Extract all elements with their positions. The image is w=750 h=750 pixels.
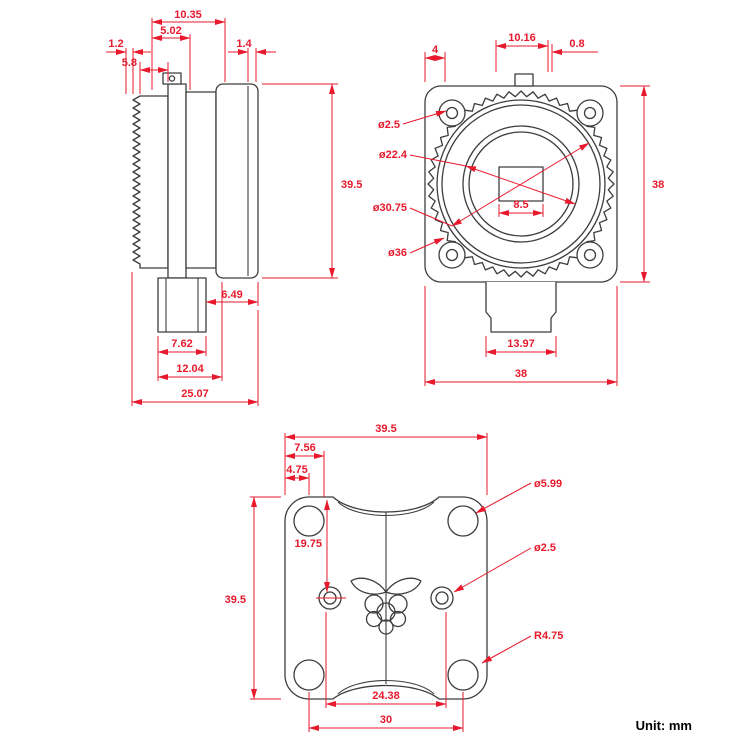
dim-side-1-2: 1.2 [106,38,151,94]
dim-front-dia-2-5: ø2.5 [378,110,447,131]
dim-front-dia-30-75: ø30.75 [373,142,590,227]
dim-front-dia-36: ø36 [388,237,445,259]
corner-boss-tl [438,99,466,127]
dim-back-dia-2-5: ø2.5 [453,542,556,593]
dim-label-12-04: 12.04 [176,363,204,375]
circle-30-75 [441,104,601,264]
dim-label-39-5-top: 39.5 [375,423,396,435]
dim-label-7-62: 7.62 [171,338,192,350]
back-view: 39.5 7.56 4.75 19.75 [225,423,563,732]
top-screw-hole [168,75,176,82]
top-tab [514,73,534,87]
dim-label-4-75: 4.75 [286,464,307,476]
dim-label-10-16: 10.16 [508,32,536,44]
corner-hole-br [447,659,479,691]
dim-label-38-bottom: 38 [515,368,527,380]
dim-back-dia-5-99: ø5.99 [475,478,562,514]
dim-front-13-97: 13.97 [485,336,557,357]
dim-side-1-4: 1.4 [228,38,276,82]
dim-back-24-38: 24.38 [325,612,447,708]
dim-front-10-16: 10.16 [495,32,549,72]
dim-side-5-8: 5.8 [122,57,169,94]
dim-side-12-04: 12.04 [157,282,223,381]
dim-label-13-97: 13.97 [507,338,535,350]
dim-side-25-07: 25.07 [131,272,259,406]
dim-label-dia-22-4: ø22.4 [379,149,408,161]
dim-back-4-75: 4.75 [284,464,310,495]
corner-boss-tr [576,99,604,127]
side-view-geometry [132,72,259,333]
ring-inner-edge [436,99,606,269]
dim-label-dia-2-5: ø2.5 [378,119,400,131]
dim-label-19-75: 19.75 [294,538,322,550]
side-view-dimensions: 10.35 5.02 1.2 5.8 [106,9,362,406]
dim-front-38-bottom: 38 [424,286,618,386]
dim-label-24-38: 24.38 [372,690,400,702]
dim-side-6-49: 6.49 [205,282,259,306]
dim-label-8-5: 8.5 [513,199,528,211]
logo-left-leaf [350,577,387,595]
dim-side-5-02: 5.02 [151,25,191,90]
dim-label-r-4-75: R4.75 [534,630,563,642]
dim-label-10-35: 10.35 [174,9,202,21]
mid-hole-right [430,586,454,610]
dim-label-dia-2-5-back: ø2.5 [534,542,556,554]
dim-label-dia-5-99: ø5.99 [534,478,562,490]
side-view: 10.35 5.02 1.2 5.8 [106,9,362,406]
dim-side-10-35: 10.35 [151,9,226,90]
dim-label-1-4: 1.4 [236,38,252,50]
dim-front-38-right: 38 [620,85,664,283]
unit-label: Unit: mm [636,718,692,733]
front-view-dimensions: 4 10.16 0.8 ø2.5 ø22. [373,32,664,386]
bottom-tab [485,282,557,333]
tripod-block-side [157,277,207,333]
dim-back-7-56: 7.56 [284,442,325,497]
dim-back-39-5-left: 39.5 [225,496,281,700]
dim-label-38-right: 38 [652,179,664,191]
dim-label-39-5-side: 39.5 [341,179,362,191]
dim-label-0-8: 0.8 [569,38,584,50]
logo-right-leaf [385,577,422,595]
dim-front-0-8: 0.8 [551,38,598,72]
dim-side-39-5: 39.5 [262,83,362,279]
dim-back-19-75: 19.75 [294,499,346,599]
corner-hole-bl [293,659,325,691]
mount-ring-side [185,91,217,269]
dim-front-8-5: 8.5 [498,199,544,217]
back-view-geometry [284,496,488,700]
corner-hole-tr [447,505,479,537]
lens-fins [132,95,169,269]
dim-label-39-5-left: 39.5 [225,594,246,606]
camera-body-side [215,83,259,279]
front-view: 4 10.16 0.8 ø2.5 ø22. [373,32,664,386]
dim-label-5-8: 5.8 [122,57,137,69]
dim-label-30: 30 [380,714,392,726]
lens-flange [167,83,187,279]
raspberry-pi-logo [350,577,422,635]
back-view-dimensions: 39.5 7.56 4.75 19.75 [225,423,563,732]
dim-side-7-62: 7.62 [157,336,207,381]
corner-boss-br [576,241,604,269]
dim-label-6-49: 6.49 [221,289,242,301]
dim-label-4: 4 [432,44,439,56]
dim-label-1-2: 1.2 [108,38,123,50]
top-screw-boss [162,72,182,85]
dim-back-r-4-75: R4.75 [481,630,563,664]
dim-back-39-5-top: 39.5 [284,423,488,495]
corner-boss-bl [438,241,466,269]
dim-front-4: 4 [424,44,446,82]
dim-label-dia-30-75: ø30.75 [373,202,407,214]
dim-label-25-07: 25.07 [181,388,209,400]
dim-label-7-56: 7.56 [294,442,315,454]
dim-back-30: 30 [308,692,464,732]
dim-label-5-02: 5.02 [160,25,181,37]
dim-label-dia-36: ø36 [388,247,407,259]
